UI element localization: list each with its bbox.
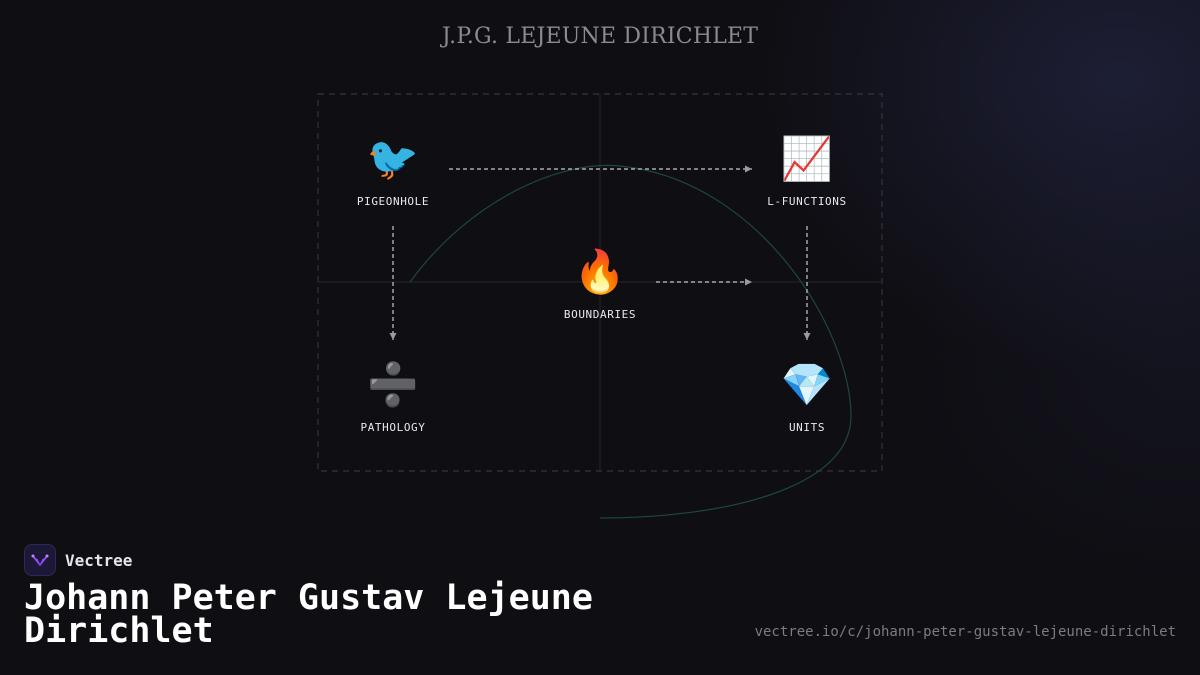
brand[interactable]: Vectree	[24, 544, 132, 576]
chart-increasing-icon: 📈	[780, 134, 834, 183]
node-l-functions[interactable]: 📈 L-FUNCTIONS	[737, 133, 877, 208]
divide-icon: ➗	[366, 360, 420, 409]
page-url[interactable]: vectree.io/c/johann-peter-gustav-lejeune…	[754, 624, 1176, 640]
node-boundaries[interactable]: 🔥 BOUNDARIES	[530, 246, 670, 321]
brand-name: Vectree	[65, 550, 133, 570]
vectree-logo-icon	[24, 544, 56, 576]
node-label: L-FUNCTIONS	[767, 195, 847, 208]
bird-icon: 🐦	[366, 134, 420, 183]
page-header-title: J.P.G. LEJEUNE DIRICHLET	[441, 24, 759, 49]
node-pigeonhole[interactable]: 🐦 PIGEONHOLE	[323, 133, 463, 208]
node-label: PATHOLOGY	[360, 421, 426, 434]
page-title: Johann Peter Gustav Lejeune Dirichlet	[24, 578, 593, 651]
node-units[interactable]: 💎 UNITS	[737, 359, 877, 434]
gem-icon: 💎	[780, 360, 834, 409]
fire-icon: 🔥	[573, 247, 627, 296]
node-pathology[interactable]: ➗ PATHOLOGY	[323, 359, 463, 434]
decorative-curve	[409, 164, 852, 519]
node-label: UNITS	[788, 421, 826, 434]
node-label: PIGEONHOLE	[356, 195, 430, 208]
node-label: BOUNDARIES	[563, 308, 637, 321]
